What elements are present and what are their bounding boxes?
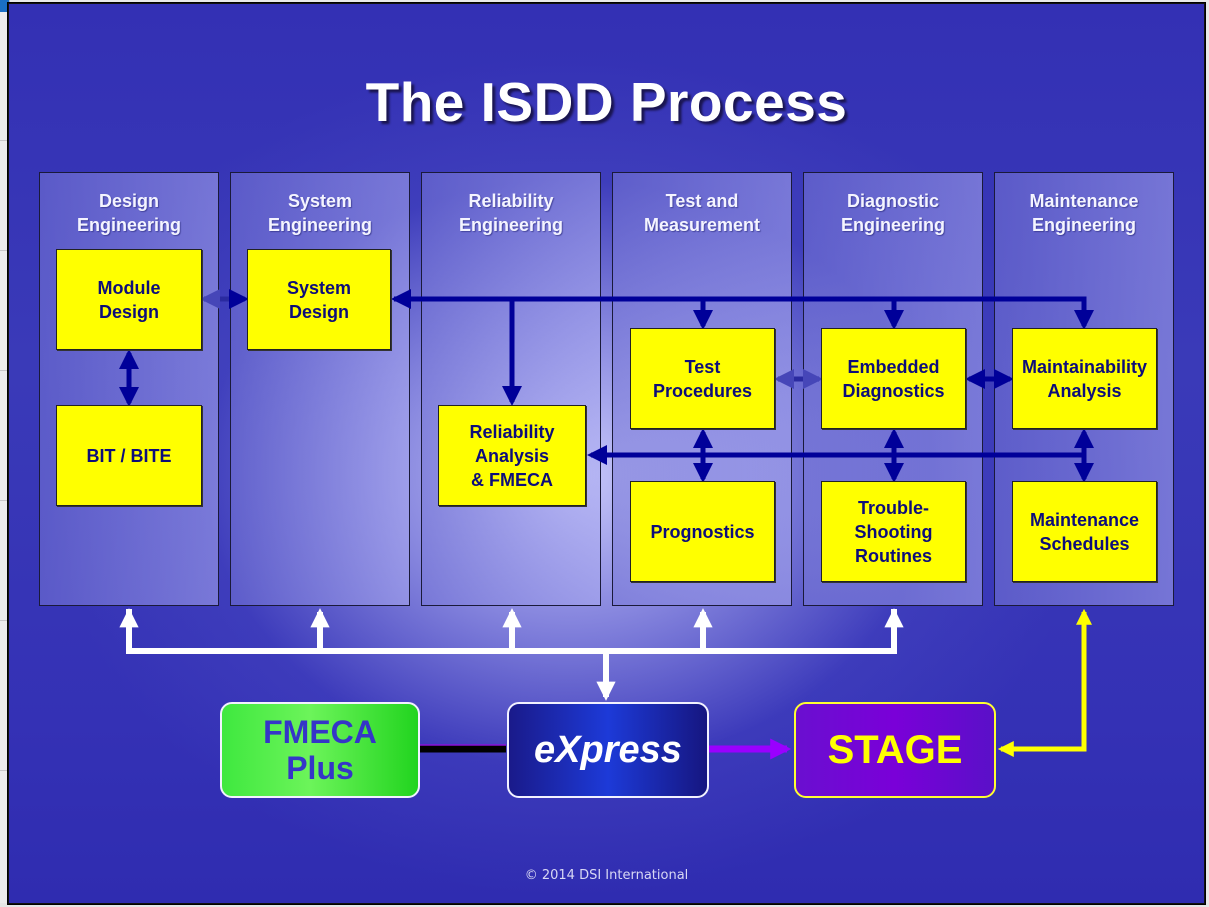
background-divider	[0, 500, 9, 501]
connector-wires	[119, 289, 1094, 760]
link-stage-maintenance	[997, 608, 1093, 758]
copyright-footer: © 2014 DSI International	[524, 868, 689, 883]
slide: The ISDD Process Design Engineering Syst…	[8, 3, 1205, 904]
background-divider	[0, 250, 9, 251]
box-maintenance-schedules: Maintenance Schedules	[1012, 481, 1157, 582]
top-bus	[394, 296, 1094, 330]
tool-stage: STAGE	[794, 702, 996, 798]
tool-fmeca-plus: FMECA Plus	[220, 702, 420, 798]
box-troubleshooting-routines: Trouble- Shooting Routines	[821, 481, 966, 582]
box-label: Module Design	[97, 277, 161, 322]
box-test-procedures: Test Procedures	[630, 328, 775, 429]
box-label: System Design	[286, 277, 352, 322]
box-label: Maintenance Schedules	[1029, 509, 1140, 554]
box-module-design: Module Design	[56, 249, 202, 350]
column-title: Test and Measurement	[643, 191, 761, 235]
column-system-engineering: System Engineering	[230, 172, 410, 606]
box-label: BIT / BITE	[86, 445, 172, 466]
column-title: Reliability Engineering	[458, 191, 563, 235]
box-maintainability-analysis: Maintainability Analysis	[1012, 328, 1157, 429]
background-divider	[0, 370, 9, 371]
box-label: Embedded Diagnostics	[842, 356, 945, 401]
background-window-bottom	[0, 903, 1209, 907]
box-label: Reliability Analysis & FMECA	[469, 421, 555, 490]
box-prognostics: Prognostics	[630, 481, 775, 582]
box-label: Maintainability Analysis	[1021, 356, 1147, 401]
slide-title: The ISDD Process	[365, 71, 848, 133]
tool-express: eXpress	[507, 702, 709, 798]
tool-label: FMECA Plus	[263, 714, 377, 786]
box-label: Trouble- Shooting Routines	[854, 497, 933, 566]
box-embedded-diagnostics: Embedded Diagnostics	[821, 328, 966, 429]
column-title: System Engineering	[267, 191, 372, 235]
box-system-design: System Design	[247, 249, 391, 350]
tool-label: STAGE	[827, 727, 963, 772]
box-bit-bite: BIT / BITE	[56, 405, 202, 506]
background-divider	[0, 770, 9, 771]
box-label: Prognostics	[650, 521, 755, 542]
background-window-tab	[0, 0, 9, 12]
column-title: Maintenance Engineering	[1029, 191, 1139, 235]
column-title: Diagnostic Engineering	[840, 191, 945, 235]
background-divider	[0, 620, 9, 621]
tool-label: eXpress	[534, 728, 682, 771]
column-title: Design Engineering	[76, 191, 181, 235]
box-reliability-analysis-fmeca: Reliability Analysis & FMECA	[438, 405, 586, 506]
box-label: Test Procedures	[652, 356, 753, 401]
background-divider	[0, 140, 9, 141]
